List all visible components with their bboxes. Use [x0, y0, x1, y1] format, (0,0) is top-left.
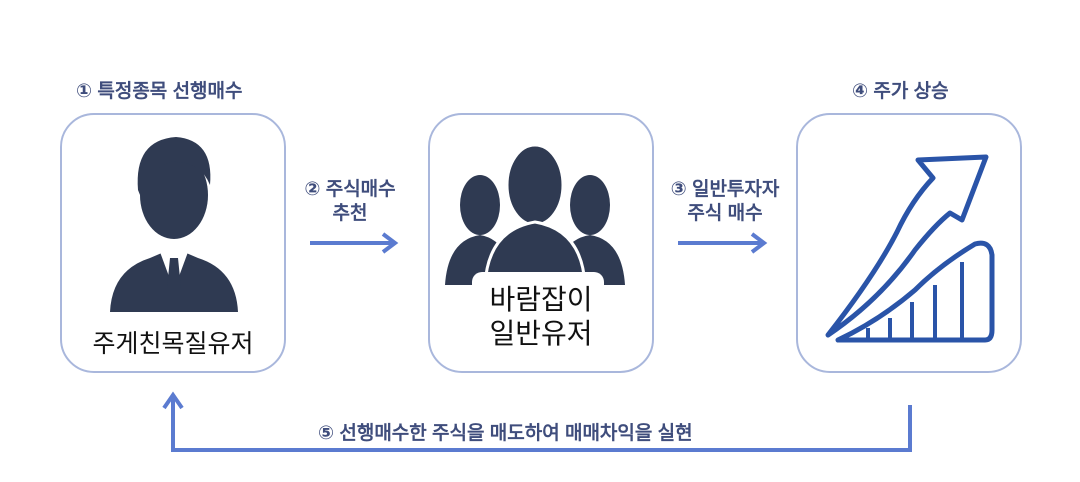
return-arrow: [162, 391, 912, 452]
insider-label: 주게친목질유저: [92, 330, 254, 358]
step-3-label: ③ 일반투자자 주식 매수: [660, 178, 790, 226]
step-1-label: ① 특정종목 선행매수: [76, 81, 243, 102]
rising-chart-icon: [825, 154, 995, 343]
step-3-line2: 주식 매수: [687, 203, 763, 224]
step-2-label: ② 주식매수 추천: [295, 178, 405, 226]
followers-label: 바람잡이 일반유저: [428, 283, 654, 351]
step-3-line1: ③ 일반투자자: [670, 179, 780, 200]
group-icon: [445, 143, 625, 287]
step-4-label: ④ 주가 상승: [852, 81, 949, 102]
step-2-line2: 추천: [332, 203, 368, 224]
arrow-3: [678, 232, 768, 254]
step-2-line1: ② 주식매수: [304, 179, 396, 200]
followers-line1: 바람잡이: [489, 284, 593, 315]
businessman-icon: [110, 137, 238, 312]
arrow-2: [310, 232, 399, 254]
followers-line2: 일반유저: [489, 318, 593, 349]
step-5-label: ⑤ 선행매수한 주식을 매도하여 매매차익을 실현: [318, 423, 693, 444]
